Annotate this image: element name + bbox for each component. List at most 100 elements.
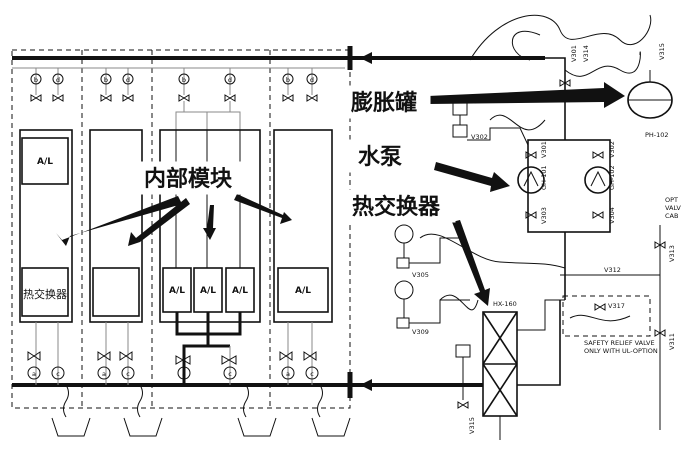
- svg-text:d: d: [126, 76, 130, 84]
- gauge-icon: [452, 102, 468, 116]
- bottom-valve-tag: V315: [468, 417, 476, 434]
- gate-valve-icon: [100, 94, 112, 102]
- valve-b-icon: [30, 73, 42, 85]
- module-1: b d A/L 热交换器 a c: [19, 68, 73, 385]
- pump-1-tag: GH-101: [540, 165, 548, 190]
- svg-text:b: b: [104, 76, 108, 84]
- svg-text:A/L: A/L: [200, 286, 216, 296]
- hx-tag: HX-160: [493, 300, 517, 308]
- module-3: b d A/L A/L A/L: [159, 68, 261, 385]
- expansion-tank-callout-bg: [337, 85, 431, 119]
- arrow-icon: [428, 82, 625, 108]
- svg-text:d: d: [228, 76, 232, 84]
- valve-b-icon: [100, 73, 112, 85]
- flow-arrow-icon: [360, 379, 372, 391]
- gate-valve-icon: [175, 355, 191, 365]
- svg-text:V303: V303: [540, 207, 548, 224]
- module-4: b d A/L a c: [273, 68, 333, 385]
- valve-b-icon: [178, 73, 190, 85]
- svg-text:A/L: A/L: [232, 286, 248, 296]
- valve-c-icon: [223, 366, 237, 380]
- gate-valve-icon: [119, 351, 133, 361]
- drain-trays: [51, 384, 351, 437]
- gate-valve-icon: [178, 94, 190, 102]
- valve-letter: d: [56, 76, 60, 84]
- gate-valve-icon: [592, 211, 604, 219]
- relief-note-line-2: ONLY WITH UL-OPTION: [584, 347, 658, 355]
- gauge-valve-tag: V309: [412, 328, 429, 336]
- annotation-arrows: [56, 82, 625, 306]
- arrow-icon: [452, 220, 490, 306]
- relief-valve-tag: V317: [608, 302, 625, 310]
- relief-valve-box: [562, 295, 651, 337]
- module-1-hx-box: [21, 267, 69, 317]
- gate-valve-icon: [282, 94, 294, 102]
- opt-label: OPT: [665, 196, 678, 204]
- hydraulic-schematic: PH-102 V315 V301 V314 GH-101 GH-102 V301…: [352, 14, 681, 440]
- internal-module-callout: 内部模块: [144, 166, 233, 192]
- svg-text:c: c: [126, 370, 130, 378]
- right-valve-tag: V313: [668, 245, 676, 262]
- module-1-body: [19, 129, 73, 323]
- gate-valve-icon: [224, 94, 236, 102]
- svg-text:V302: V302: [608, 141, 616, 158]
- arrow-icon: [56, 196, 182, 246]
- tank-valve-tag: V315: [658, 43, 666, 60]
- bypass-valve-tag: V312: [604, 266, 621, 274]
- pump-1-icon: [517, 166, 545, 194]
- svg-text:A/L: A/L: [295, 286, 311, 296]
- module-2-body: [89, 129, 143, 323]
- gate-valve-icon: [559, 79, 571, 87]
- module-1-al-label: A/L: [37, 157, 53, 167]
- gauge-icon: [396, 317, 410, 329]
- gate-valve-icon: [97, 351, 111, 361]
- valve-d-icon: [52, 73, 64, 85]
- pump-2-tag: GH-102: [608, 165, 616, 190]
- gate-valve-icon: [279, 351, 293, 361]
- svg-text:b: b: [286, 76, 290, 84]
- gate-valve-icon: [525, 151, 537, 159]
- heat-exchanger-callout: 热交换器: [352, 194, 441, 220]
- gate-valve-icon: [654, 329, 666, 337]
- internal-module-callout-bg: [132, 161, 244, 195]
- top-valve-tag: V301: [570, 45, 578, 62]
- module-cabinet: b d A/L 热交换器 a c b d: [11, 46, 360, 437]
- valve-d-icon: [122, 73, 134, 85]
- top-valve-tag: V314: [582, 45, 590, 62]
- svg-text:a: a: [32, 370, 36, 378]
- arrow-icon: [234, 194, 292, 224]
- gauge-valve-tag: V305: [412, 271, 429, 279]
- gauge-icon: [452, 124, 468, 138]
- valve-c-icon: [51, 366, 65, 380]
- callouts: 内部模块 膨胀罐 水泵 热交换器: [132, 85, 456, 223]
- right-valve-tag: V311: [668, 333, 676, 350]
- opt-label: CAB: [665, 212, 678, 220]
- gate-valve-icon: [221, 355, 237, 365]
- gate-valve-icon: [30, 94, 42, 102]
- pressure-gauge-icon: [394, 224, 414, 244]
- svg-text:c: c: [56, 370, 60, 378]
- svg-text:A/L: A/L: [169, 286, 185, 296]
- gate-valve-icon: [306, 94, 318, 102]
- module-4-al-box: [277, 267, 329, 313]
- gate-valve-icon: [27, 351, 41, 361]
- opt-label: VALV: [665, 204, 681, 212]
- flow-arrow-icon: [360, 52, 372, 64]
- gauge-icon: [455, 344, 471, 358]
- gate-valve-icon: [525, 211, 537, 219]
- svg-text:a: a: [182, 370, 186, 378]
- arrow-icon: [128, 198, 190, 246]
- module-4-body: [273, 129, 333, 323]
- arrow-icon: [434, 162, 510, 192]
- gate-valve-icon: [654, 241, 666, 249]
- valve-a-icon: [281, 366, 295, 380]
- svg-text:d: d: [310, 76, 314, 84]
- pressure-gauge-icon: [394, 280, 414, 300]
- gate-valve-icon: [303, 351, 317, 361]
- pump-2-icon: [584, 166, 612, 194]
- arrow-icon: [203, 205, 216, 240]
- gate-valve-icon: [592, 151, 604, 159]
- relief-valve-icon: [594, 303, 606, 311]
- module-1-hx-label: 热交换器: [23, 287, 67, 301]
